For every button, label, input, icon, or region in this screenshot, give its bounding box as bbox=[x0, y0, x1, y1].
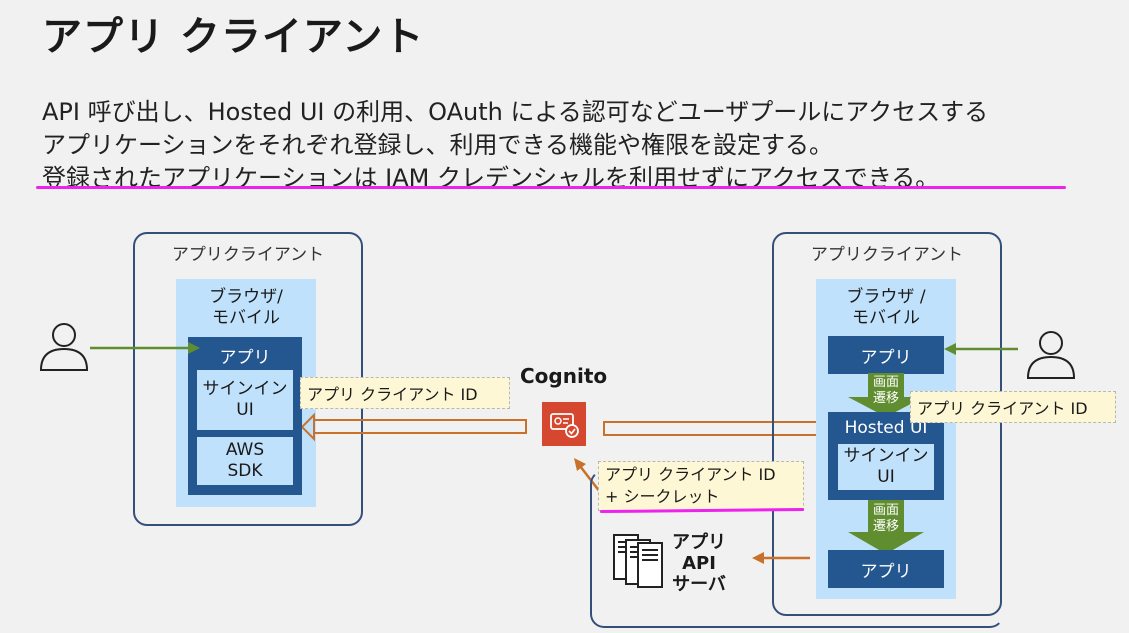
description-line-2: アプリケーションをそれぞれ登録し、利用できる機能や権限を設定する。 bbox=[42, 131, 834, 159]
left-client-id-text: アプリ クライアント ID bbox=[307, 385, 478, 404]
screen-transition-label-1: 画面 遷移 bbox=[872, 375, 899, 406]
app-to-api-server-arrow bbox=[752, 552, 810, 564]
left-app-client-label: アプリクライアント bbox=[171, 245, 325, 265]
right-app-client-box bbox=[772, 232, 1002, 616]
right-user-arrow bbox=[944, 343, 1018, 355]
right-client-id-callout: アプリ クライアント ID bbox=[910, 391, 1116, 423]
server-icon bbox=[613, 534, 663, 588]
highlight-underline bbox=[36, 186, 1066, 189]
left-user-arrow bbox=[90, 342, 200, 354]
api-server-client-id-text: アプリ クライアント ID bbox=[605, 465, 776, 484]
left-aws-sdk: AWS SDK bbox=[197, 437, 293, 485]
left-signin-ui: サインイン UI bbox=[197, 370, 293, 430]
cognito-label: Cognito bbox=[520, 364, 608, 388]
screen-transition-arrow-2 bbox=[848, 500, 924, 554]
cognito-to-left-arrow bbox=[302, 412, 527, 442]
right-platform-label: ブラウザ / モバイル bbox=[846, 287, 926, 328]
right-app-bottom: アプリ bbox=[828, 550, 944, 588]
right-signin-ui: サインイン UI bbox=[838, 444, 934, 490]
cognito-icon bbox=[542, 402, 586, 446]
hosted-ui-label: Hosted UI bbox=[844, 418, 928, 438]
screen-transition-label-2: 画面 遷移 bbox=[872, 503, 899, 534]
left-app-label: アプリ bbox=[219, 348, 271, 368]
user-icon bbox=[1025, 328, 1077, 380]
left-client-id-callout: アプリ クライアント ID bbox=[300, 377, 510, 409]
right-client-id-text: アプリ クライアント ID bbox=[917, 399, 1088, 418]
api-server-label: アプリ API サーバ bbox=[672, 532, 726, 595]
right-app-top: アプリ bbox=[828, 336, 944, 374]
api-server-box bbox=[590, 470, 1004, 628]
right-app-client-label: アプリクライアント bbox=[810, 245, 964, 265]
left-platform-label: ブラウザ/ モバイル bbox=[209, 287, 283, 328]
description-line-1: API 呼び出し、Hosted UI の利用、OAuth による認可などユーザプ… bbox=[42, 98, 989, 126]
api-server-credentials-callout: アプリ クライアント ID + シークレット bbox=[598, 461, 804, 511]
page-title: アプリ クライアント bbox=[42, 14, 425, 60]
screen-transition-arrow-1 bbox=[848, 373, 924, 417]
api-server-secret-text: + シークレット bbox=[605, 487, 720, 506]
user-icon bbox=[38, 320, 90, 372]
